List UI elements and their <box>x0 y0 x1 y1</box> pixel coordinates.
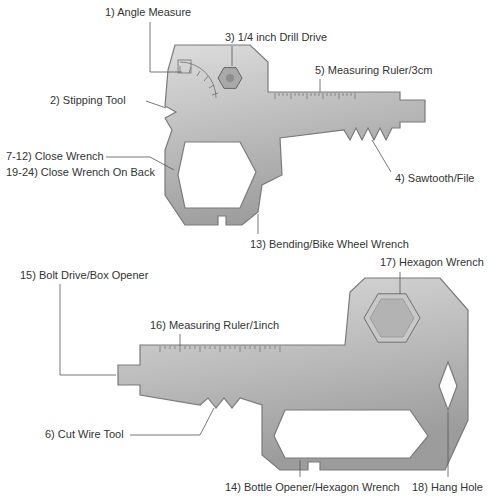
callout-label: 18) Hang Hole <box>412 481 483 494</box>
callout-label: 4) Sawtooth/File <box>395 172 474 185</box>
callout-label: 13) Bending/Bike Wheel Wrench <box>250 238 409 251</box>
hex-socket <box>218 68 242 89</box>
callout-label: 6) Cut Wire Tool <box>45 428 124 441</box>
callout-label: 14) Bottle Opener/Hexagon Wrench <box>225 481 400 494</box>
callout-label: 3) 1/4 inch Drill Drive <box>225 31 327 44</box>
angle-measure <box>178 60 218 98</box>
hexagon-emboss <box>364 294 420 342</box>
ruler-ticks <box>275 93 355 99</box>
hex-socket-center <box>226 74 234 82</box>
callout-label: 7-12) Close Wrench <box>6 150 104 163</box>
hexagon-emboss-inner <box>370 299 414 337</box>
key-tool-back <box>118 278 468 470</box>
callout-label: 16) Measuring Ruler/1inch <box>150 319 279 332</box>
callout-label: 1) Angle Measure <box>105 6 191 19</box>
callout-label: 19-24) Close Wrench On Back <box>6 166 155 179</box>
leader-lines <box>60 22 448 477</box>
ruler-ticks <box>160 346 280 352</box>
callout-label: 15) Bolt Drive/Box Opener <box>20 269 148 282</box>
callout-label: 17) Hexagon Wrench <box>380 256 484 269</box>
callout-label: 5) Measuring Ruler/3cm <box>315 64 432 77</box>
callout-label: 2) Stipping Tool <box>50 94 126 107</box>
